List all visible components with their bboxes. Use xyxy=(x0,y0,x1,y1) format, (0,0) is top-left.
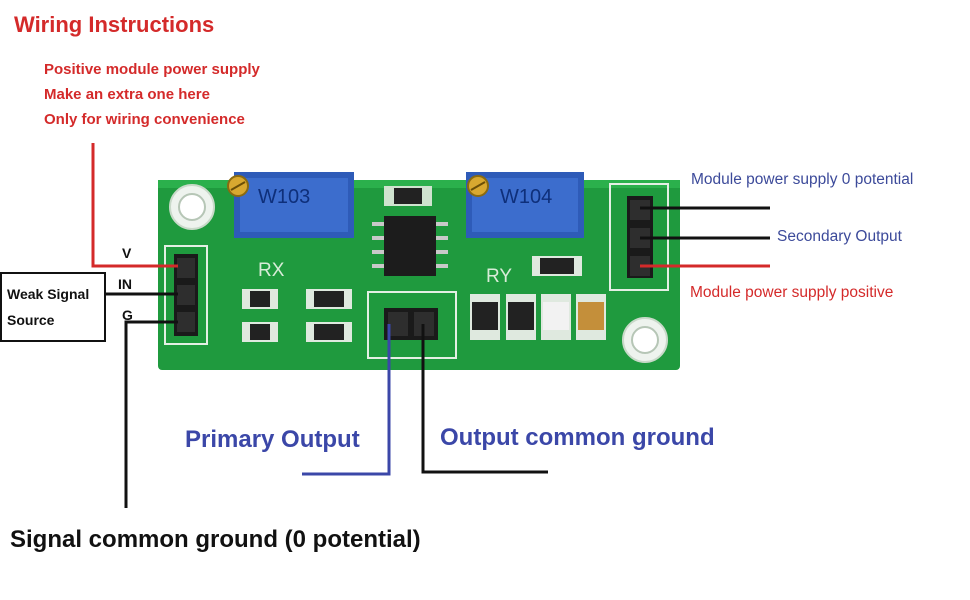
wire-g-ground xyxy=(124,320,178,508)
label-signal-common-ground: Signal common ground (0 potential) xyxy=(10,526,421,553)
ry-label: RY xyxy=(486,266,513,287)
wire-v-positive xyxy=(91,143,178,268)
page-title: Wiring Instructions xyxy=(14,12,215,37)
wire-primary-output xyxy=(302,324,391,476)
source-box-line-1: Weak Signal xyxy=(7,286,90,302)
top-note-2: Make an extra one here xyxy=(44,86,210,103)
label-secondary-output: Secondary Output xyxy=(777,228,902,245)
rx-label: RX xyxy=(258,260,285,281)
top-note-1: Positive module power supply xyxy=(44,61,260,78)
pot-right-label: W104 xyxy=(500,186,553,208)
label-primary-output: Primary Output xyxy=(185,426,360,453)
pcb-edge-highlight xyxy=(158,180,680,188)
pin-label-g: G xyxy=(122,307,133,323)
rx-resistors xyxy=(242,289,352,342)
smd-top xyxy=(384,186,432,206)
potentiometer-left xyxy=(227,172,354,238)
label-module-zero-potential: Module power supply 0 potential xyxy=(691,171,914,188)
output-pin-header xyxy=(384,308,438,340)
weak-signal-source-box: Weak Signal Source xyxy=(0,272,106,342)
pot-left-label: W103 xyxy=(258,186,311,208)
wire-output-common-ground xyxy=(421,324,548,474)
label-output-common-ground: Output common ground xyxy=(440,424,715,451)
potentiometer-right xyxy=(466,172,584,238)
top-note-3: Only for wiring convenience xyxy=(44,111,245,128)
ry-components xyxy=(470,256,606,340)
mounting-hole-right xyxy=(622,317,668,363)
pin-label-in: IN xyxy=(118,276,132,292)
source-box-line-2: Source xyxy=(7,312,55,328)
pin-label-v: V xyxy=(122,245,132,261)
mounting-hole-left xyxy=(169,184,215,230)
label-module-positive: Module power supply positive xyxy=(690,284,894,301)
ic-chip xyxy=(372,216,448,276)
output-header-outline xyxy=(367,291,457,359)
